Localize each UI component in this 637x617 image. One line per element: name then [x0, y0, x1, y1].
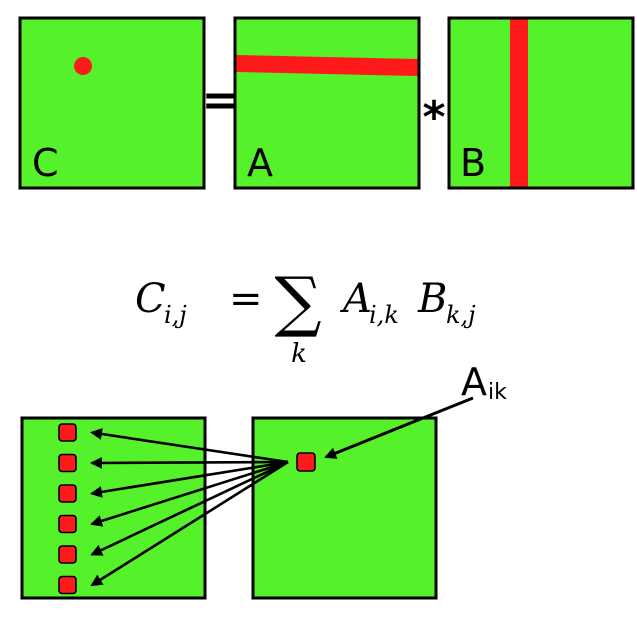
times-sign: *: [422, 92, 445, 143]
fan-arrow-6: [90, 460, 289, 587]
fan-arrow-3: [90, 460, 289, 498]
source-matrix-box: [251, 416, 438, 600]
bottom-illustration: A ik: [20, 360, 507, 600]
target-cell-5: [58, 545, 77, 564]
equals-sign: =: [202, 75, 239, 126]
matrix-c-label: C: [32, 141, 59, 185]
matrix-c: C: [18, 16, 206, 190]
formula-sum-symbol: ∑: [274, 263, 321, 340]
fan-out-arrows: [90, 428, 289, 587]
matrix-c-element-dot: [74, 57, 92, 75]
target-cell-4: [58, 514, 77, 534]
matrix-b-box: [447, 16, 635, 190]
summation-formula: C i,j = ∑ k A i,k B k,j: [135, 263, 476, 369]
formula-a-subscript: i,k: [369, 301, 399, 329]
target-matrix-box: [20, 416, 207, 600]
fan-arrow-5: [90, 460, 289, 556]
matrix-b-label: B: [460, 141, 486, 185]
formula-sum-index: k: [291, 339, 307, 369]
target-cell-1: [58, 423, 77, 442]
target-cell-6: [58, 575, 77, 595]
top-equation-row: C = A * B: [18, 16, 635, 190]
formula-a-symbol: A: [339, 276, 372, 322]
matrix-a: A: [233, 16, 421, 190]
formula-lhs-symbol: C: [135, 276, 166, 322]
matrix-a-label: A: [247, 141, 273, 185]
matrix-a-row-highlight: [236, 55, 418, 76]
formula-lhs-subscript: i,j: [164, 301, 187, 329]
matrix-a-box: [233, 16, 421, 190]
matrix-b-column-highlight: [510, 19, 528, 187]
target-cell-3: [58, 484, 77, 503]
aik-callout-arrow: [324, 396, 474, 459]
target-cells-column: [58, 423, 77, 595]
formula-b-symbol: B: [417, 276, 447, 322]
target-cell-2: [58, 453, 77, 473]
source-cell-aik: [296, 452, 316, 472]
matrix-c-box: [18, 16, 206, 190]
aik-callout-subscript: ik: [488, 380, 507, 405]
aik-callout: A ik: [324, 360, 507, 459]
fan-arrow-1: [90, 428, 289, 464]
fan-arrow-4: [90, 460, 289, 527]
formula-equals: =: [229, 276, 263, 322]
fan-arrow-2: [90, 456, 289, 469]
formula-b-subscript: k,j: [446, 301, 476, 329]
matrix-b: B: [447, 16, 635, 190]
aik-callout-main: A: [461, 360, 487, 404]
